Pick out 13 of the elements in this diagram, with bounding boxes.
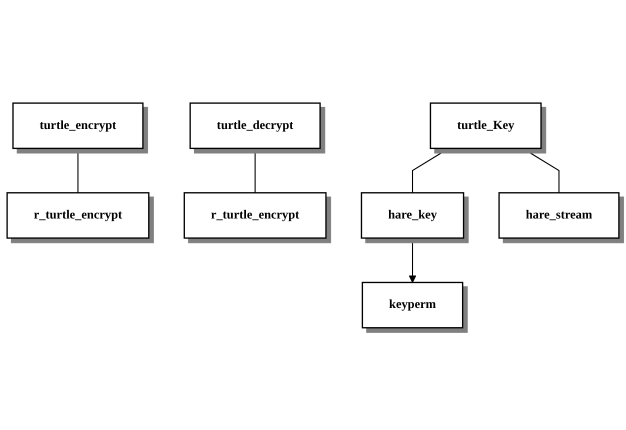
node-box: hare_key bbox=[360, 192, 464, 238]
connector bbox=[77, 148, 78, 192]
node-box: turtle_Key bbox=[430, 102, 542, 149]
node-box: hare_stream bbox=[498, 192, 620, 238]
arrow bbox=[408, 238, 416, 282]
node-box: turtle_encrypt bbox=[12, 102, 144, 149]
node-box: r_turtle_encrypt bbox=[6, 192, 150, 238]
connector bbox=[254, 148, 256, 192]
node-box: keyperm bbox=[362, 281, 464, 328]
node-box: r_turtle_encrypt bbox=[184, 192, 327, 238]
connector bbox=[412, 148, 450, 192]
connector bbox=[522, 148, 560, 192]
node-box: turtle_decrypt bbox=[190, 102, 321, 149]
